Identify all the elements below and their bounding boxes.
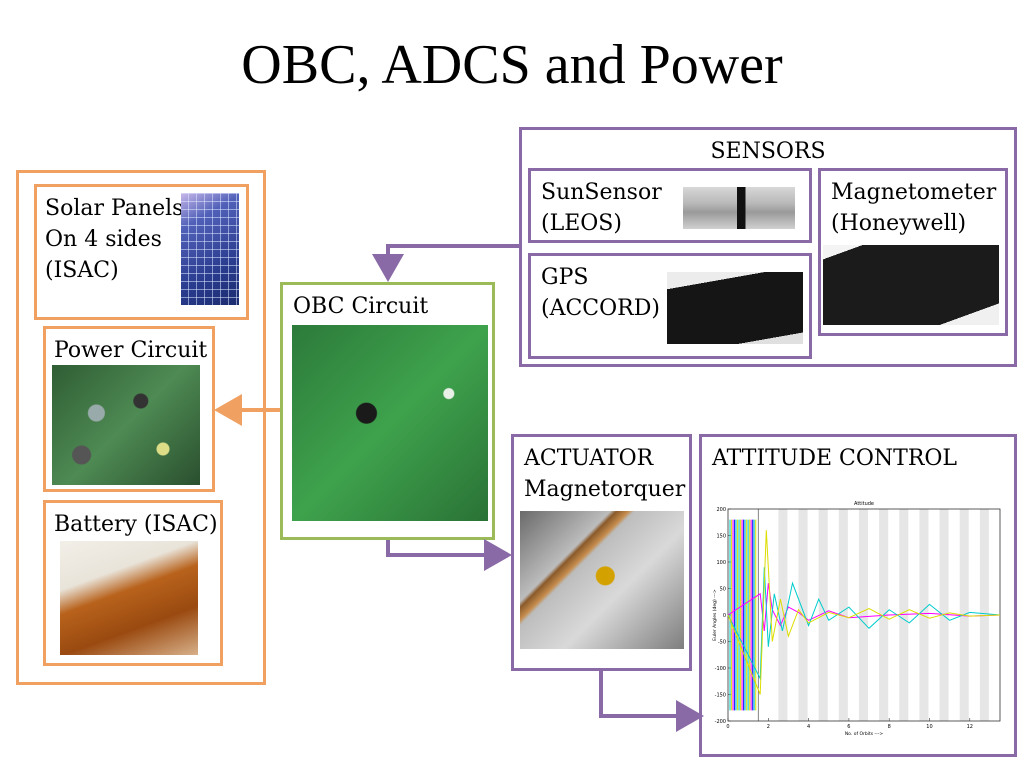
x-tick-label: 6	[847, 724, 850, 730]
battery-image	[60, 541, 198, 655]
sunsensor-box: SunSensor (LEOS)	[528, 168, 812, 243]
shade-band	[939, 509, 949, 721]
gps-box: GPS (ACCORD)	[528, 253, 812, 359]
actuator-box: ACTUATOR Magnetorquer	[511, 434, 692, 671]
power-circuit-image	[52, 365, 200, 485]
y-tick-label: 0	[723, 613, 726, 619]
shade-band	[919, 509, 929, 721]
y-tick-label: 200	[716, 507, 726, 513]
obc-to-actuator-arrow	[386, 539, 512, 571]
y-tick-label: 100	[716, 560, 726, 566]
y-tick-label: -100	[715, 666, 726, 672]
battery-label: Battery (ISAC)	[54, 512, 218, 537]
y-tick-label: 50	[720, 587, 726, 593]
actuator-to-attitude-arrow	[599, 671, 704, 732]
y-axis-label: Euler Angles (deg) --->	[712, 589, 718, 641]
y-tick-label: -150	[715, 693, 726, 699]
y-tick-label: -50	[718, 640, 726, 646]
obc-circuit-label: OBC Circuit	[293, 294, 429, 319]
x-tick-label: 8	[888, 724, 891, 730]
x-tick-label: 12	[967, 724, 973, 730]
solar-panel-image	[181, 193, 239, 305]
y-tick-label: 150	[716, 534, 726, 540]
gps-label: GPS (ACCORD)	[541, 265, 660, 321]
shade-band	[899, 509, 909, 721]
sensors-to-obc-arrow	[372, 244, 519, 282]
x-axis-label: No. of Orbits --->	[845, 731, 884, 737]
power-circuit-label: Power Circuit	[54, 338, 208, 363]
gps-image	[667, 272, 803, 344]
magnetometer-label: Magnetometer (Honeywell)	[831, 180, 997, 236]
y-tick-label: -200	[715, 719, 726, 725]
shade-band	[979, 509, 989, 721]
sensors-group-frame: SENSORS	[519, 127, 1017, 367]
power-group-frame	[16, 170, 266, 685]
attitude-control-label: ATTITUDE CONTROL	[712, 446, 958, 471]
magnetometer-box: Magnetometer (Honeywell)	[818, 168, 1008, 336]
sensors-heading: SENSORS	[710, 139, 826, 164]
solar-panels-box: Solar Panels On 4 sides (ISAC)	[34, 184, 249, 320]
power-circuit-box: Power Circuit	[43, 326, 215, 492]
shade-band	[838, 509, 848, 721]
magnetometer-image	[823, 245, 999, 325]
x-tick-label: 10	[926, 724, 932, 730]
obc-circuit-box: OBC Circuit	[280, 282, 495, 540]
sunsensor-image	[683, 187, 795, 229]
slide-title: OBC, ADCS and Power	[241, 34, 783, 96]
shade-band	[778, 509, 788, 721]
series-line-2	[727, 530, 1001, 695]
sunsensor-label: SunSensor (LEOS)	[541, 180, 662, 236]
solar-panels-label: Solar Panels On 4 sides (ISAC)	[45, 196, 184, 283]
series-line-1	[727, 567, 1001, 681]
obc-circuit-image	[292, 325, 488, 521]
shade-band	[858, 509, 869, 721]
chart-title: Attitude	[854, 501, 874, 507]
battery-box: Battery (ISAC)	[43, 500, 223, 666]
x-tick-label: 4	[807, 724, 810, 730]
actuator-label: ACTUATOR Magnetorquer	[524, 446, 686, 502]
x-tick-label: 0	[726, 724, 729, 730]
x-tick-label: 2	[767, 724, 770, 730]
series-line-0	[727, 583, 1001, 631]
magnetorquer-image	[520, 511, 684, 649]
